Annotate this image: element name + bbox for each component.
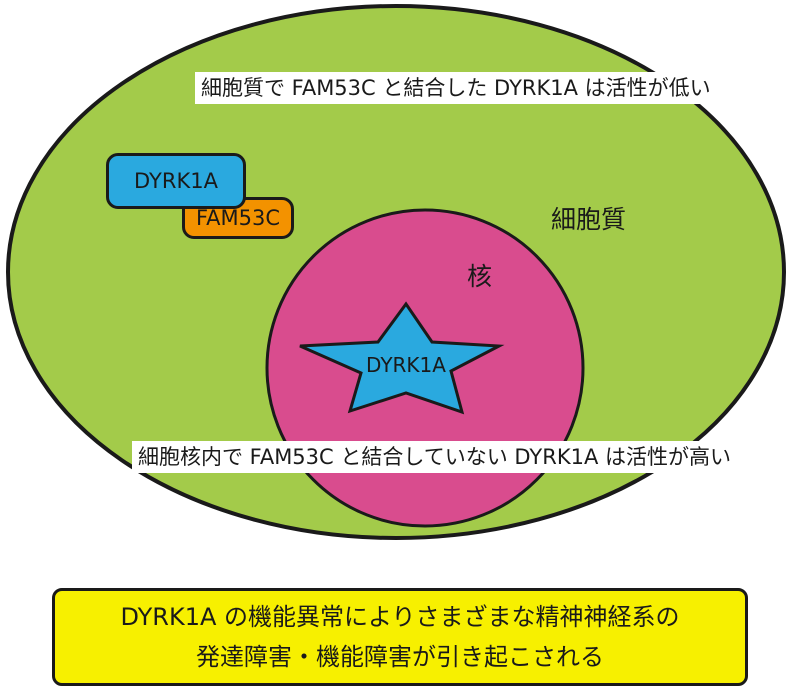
nucleus-note: 細胞核内で FAM53C と結合していない DYRK1A は活性が高い <box>132 441 738 473</box>
nucleus-label: 核 <box>467 262 493 291</box>
cytoplasm-label: 細胞質 <box>551 205 627 234</box>
summary-box: DYRK1A の機能異常によりさまざまな精神神経系の 発達障害・機能障害が引き起… <box>52 588 748 686</box>
summary-line-1: DYRK1A の機能異常によりさまざまな精神神経系の <box>120 603 680 631</box>
dyrk1a-star-shape <box>299 301 505 415</box>
dyrk1a-protein: DYRK1A <box>106 153 246 209</box>
nucleus-dyrk1a-label: DYRK1A <box>366 353 446 377</box>
cytoplasm-note: 細胞質で FAM53C と結合した DYRK1A は活性が低い <box>195 72 717 104</box>
summary-line-2: 発達障害・機能障害が引き起こされる <box>196 643 604 671</box>
